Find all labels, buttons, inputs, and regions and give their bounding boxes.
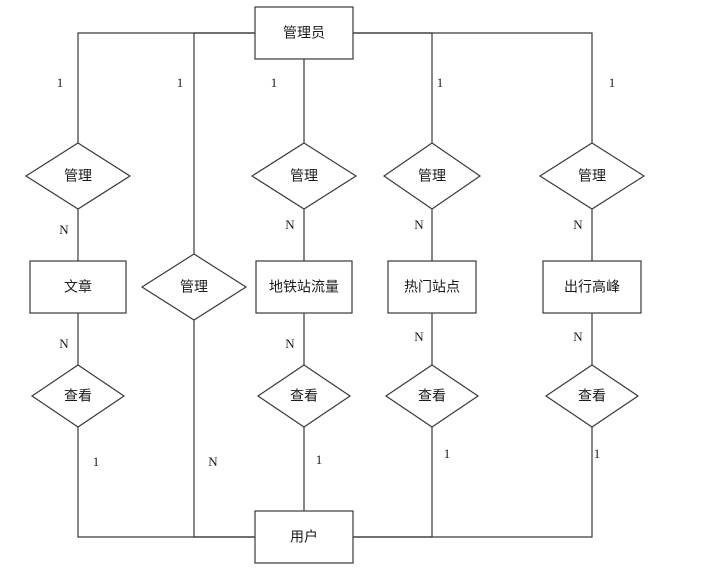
- cardinality-label-c-user-article: 1: [93, 454, 100, 469]
- relationship-label: 查看: [64, 388, 92, 404]
- relationship-diamond: [250, 142, 358, 210]
- connector-col2-to-user: [193, 320, 255, 538]
- connector-view4-to-user: [353, 427, 433, 538]
- entity-label: 地铁站流量: [269, 279, 339, 295]
- relationship-view-flow[interactable]: 查看: [256, 364, 352, 428]
- entity-peak[interactable]: 出行高峰: [542, 260, 642, 314]
- entity-article[interactable]: 文章: [29, 260, 127, 314]
- relationship-label: 查看: [578, 388, 606, 404]
- relationship-manage-peak[interactable]: 管理: [538, 142, 646, 210]
- entity-hot[interactable]: 热门站点: [387, 260, 477, 314]
- relationship-diamond: [24, 142, 132, 210]
- entity-box: [387, 260, 477, 314]
- cardinality-label-c-admin-user: 1: [177, 75, 184, 90]
- relationship-diamond: [538, 142, 646, 210]
- relationship-diamond: [140, 253, 248, 321]
- cardinality-label-c-admin-peak: 1: [609, 75, 616, 90]
- relationship-view-hot[interactable]: 查看: [384, 364, 480, 428]
- cardinality-label-c-view-hot-n: N: [414, 329, 424, 344]
- relationship-label: 管理: [180, 279, 208, 295]
- relationship-label: 管理: [64, 168, 92, 184]
- connector-view1-to-user: [77, 427, 255, 538]
- relationship-view-article[interactable]: 查看: [30, 364, 126, 428]
- cardinality-label-c-view-article-n: N: [59, 336, 69, 351]
- entity-box: [29, 260, 127, 314]
- cardinality-label-c-user-hot: 1: [444, 446, 451, 461]
- relationship-manage-user[interactable]: 管理: [140, 253, 248, 321]
- entity-flow[interactable]: 地铁站流量: [255, 260, 353, 314]
- entity-box: [542, 260, 642, 314]
- entity-box: [255, 260, 353, 314]
- cardinality-label-c-admin-article: 1: [57, 75, 64, 90]
- relationship-manage-article[interactable]: 管理: [24, 142, 132, 210]
- cardinality-label-c-user-manage: N: [208, 454, 218, 469]
- cardinality-label-c-hot-n: N: [414, 217, 424, 232]
- relationship-diamond: [384, 364, 480, 428]
- cardinality-label-c-view-peak-n: N: [573, 329, 583, 344]
- relationship-diamond: [256, 364, 352, 428]
- entity-admin[interactable]: 管理员: [254, 6, 354, 60]
- connector-admin-to-col1: [77, 32, 255, 143]
- cardinality-label-c-view-flow-n: N: [285, 336, 295, 351]
- cardinality-label-c-flow-n: N: [285, 217, 295, 232]
- cardinality-label-c-user-peak: 1: [594, 446, 601, 461]
- relationships-layer: 管理管理管理管理管理查看查看查看查看: [24, 142, 646, 428]
- entity-box: [254, 510, 354, 564]
- entity-label: 用户: [290, 529, 318, 545]
- relationship-view-peak[interactable]: 查看: [544, 364, 640, 428]
- cardinality-label-c-peak-n: N: [573, 217, 583, 232]
- entity-label: 热门站点: [404, 279, 460, 295]
- entity-label: 文章: [64, 279, 92, 295]
- cardinality-label-c-user-flow: 1: [316, 452, 323, 467]
- relationship-diamond: [382, 142, 482, 210]
- relationship-label: 查看: [418, 388, 446, 404]
- cardinality-label-c-article-n: N: [59, 222, 69, 237]
- connector-admin-to-col5: [353, 32, 593, 143]
- relationship-label: 管理: [290, 168, 318, 184]
- connectors-layer: [77, 32, 593, 538]
- connector-view5-to-user: [353, 427, 593, 538]
- entity-user[interactable]: 用户: [254, 510, 354, 564]
- relationship-diamond: [544, 364, 640, 428]
- entity-label: 管理员: [283, 25, 325, 41]
- entity-box: [254, 6, 354, 60]
- relationship-label: 管理: [578, 168, 606, 184]
- relationship-label: 查看: [290, 388, 318, 404]
- cardinality-label-c-admin-flow: 1: [271, 75, 278, 90]
- relationship-manage-hot[interactable]: 管理: [382, 142, 482, 210]
- relationship-manage-flow[interactable]: 管理: [250, 142, 358, 210]
- entity-label: 出行高峰: [564, 279, 620, 295]
- connector-admin-to-col2: [193, 32, 255, 254]
- relationship-diamond: [30, 364, 126, 428]
- connector-admin-to-col4: [353, 32, 433, 143]
- relationship-label: 管理: [418, 168, 446, 184]
- cardinality-label-c-admin-hot: 1: [437, 75, 444, 90]
